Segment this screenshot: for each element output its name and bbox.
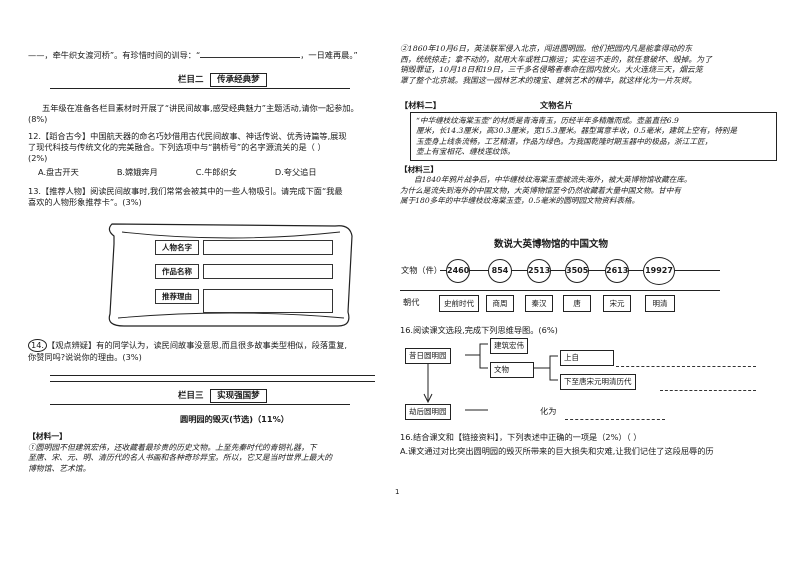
- section3-header: 栏目三 实现强国梦: [178, 389, 267, 403]
- count-bubble: 3505: [565, 259, 589, 283]
- top-line-text: ——，牵牛织女渡河桥”。有珍惜时间的训导：“，一日难再晨。”: [28, 48, 358, 60]
- mindmap-branch-architecture: 建筑宏伟: [490, 338, 528, 354]
- material2-heading: 文物名片: [540, 100, 573, 110]
- dynasty-box: 秦汉: [525, 295, 553, 312]
- answer-line-2[interactable]: [50, 381, 375, 382]
- chart-row-label: 文物（件）: [401, 265, 442, 275]
- dynasty-box: 商周: [486, 295, 514, 312]
- dynasty-box: 明清: [645, 295, 675, 312]
- q12-block: 12.【蹈合古今】中国航天器的命名巧妙借用古代民间故事、神话传说、优秀诗篇等,展…: [28, 131, 383, 178]
- card-label-name: 人物名字: [155, 240, 199, 255]
- chart-title: 数说大英博物馆的中国文物: [494, 239, 609, 250]
- mindmap-fill-upper[interactable]: [616, 357, 756, 367]
- mindmap-fill-lower[interactable]: [660, 381, 756, 391]
- page-number: 1: [395, 488, 400, 496]
- section2-rule: [50, 88, 350, 89]
- mindmap-fill-ruin[interactable]: [565, 410, 665, 420]
- card-label-reason: 推荐理由: [155, 289, 199, 304]
- chart-dynasty-label: 朝代: [403, 297, 420, 307]
- passage-title: 圆明园的毁灭(节选)（11%）: [180, 414, 289, 424]
- card-field-name[interactable]: [203, 240, 333, 255]
- answer-blank[interactable]: [200, 48, 301, 58]
- option-b[interactable]: B.嫦娥奔月: [116, 167, 158, 178]
- option-c[interactable]: C.牛郎织女: [195, 167, 237, 178]
- chart-dynasty-axis: [400, 290, 720, 291]
- passage-paragraph-2: ②1860年10月6日，英法联军侵入北京，闯进圆明园。他们把园内凡是能拿得动的东…: [400, 44, 712, 85]
- count-bubble: 2613: [605, 259, 629, 283]
- q16-mindmap-prompt: 16.阅读课文选段,完成下列思维导图。(6%): [400, 325, 558, 335]
- mindmap-sub-lower: 下至唐宋元明清历代: [560, 374, 636, 390]
- q13-block: 13.【推荐人物】阅读民间故事时,我们常常会被其中的一些人物吸引。请完成下面“我…: [28, 186, 343, 208]
- material3-block: 【材料三】 自1840年鸦片战争后，中华缠枝纹海棠玉壶被流失海外，被大英博物馆收…: [400, 165, 692, 205]
- count-bubble: 854: [488, 259, 512, 283]
- material2-title: 【材料二】: [400, 100, 441, 110]
- card-field-reason[interactable]: [203, 289, 333, 313]
- q12-options: A.盘古开天 B.嫦娥奔月 C.牛郎织女 D.夸父追日: [28, 167, 383, 178]
- card-label-work: 作品名称: [155, 264, 199, 279]
- material2-card: “中华缠枝纹海棠玉壶”的材质是青海青玉，历经半年多精雕而成。壶盖直径6.9 厘米…: [410, 112, 777, 161]
- section2-header: 栏目二 传承经典梦: [178, 73, 267, 87]
- mindmap-sub-upper: 上自: [560, 350, 614, 366]
- mindmap-branch-ruin: 化为: [540, 406, 557, 416]
- dynasty-box: 宋元: [603, 295, 631, 312]
- dynasty-box: 唐: [563, 295, 591, 312]
- material1-block: 【材料一】 ①圆明园不但建筑宏伟，还收藏着最珍贵的历史文物。上至先秦时代的青铜礼…: [28, 432, 333, 473]
- q14-number-circled: 14.: [28, 339, 48, 353]
- card-field-work[interactable]: [203, 264, 333, 279]
- mindmap-root-before: 昔日圆明园: [405, 348, 451, 364]
- section3-rule: [50, 404, 350, 405]
- section2-title: 传承经典梦: [210, 73, 267, 87]
- mindmap-root-after: 劫后圆明园: [405, 404, 451, 420]
- mindmap-branch-relics: 文物: [490, 362, 534, 378]
- q16-choice-prompt: 16.结合课文和【链接资料】，下列表述中正确的一项是（2%）（ ）: [400, 432, 642, 442]
- dynasty-box: 史前时代: [439, 295, 479, 312]
- count-bubble: 2460: [446, 259, 470, 283]
- section3-title: 实现强国梦: [210, 389, 267, 403]
- answer-line-1[interactable]: [50, 375, 375, 376]
- option-d[interactable]: D.夸父追日: [274, 167, 317, 178]
- mindmap-connectors: [423, 343, 558, 411]
- recommendation-card-frame: [108, 223, 353, 327]
- q14-block: 14.【观点辨疑】有的同学认为，读民间故事没意思,而且很多故事类型相似，段落重复…: [28, 339, 347, 363]
- count-bubble: 2513: [527, 259, 551, 283]
- option-a[interactable]: A.盘古开天: [38, 167, 79, 178]
- intro-text: 五年级在准备各栏目素材时开展了“讲民间故事,感受经典魅力”主题活动,请你一起参加…: [28, 103, 359, 125]
- q16-option-a[interactable]: A.课文通过对比突出圆明园的毁灭所带来的巨大损失和灾难,让我们记住了这段屈辱的历: [400, 446, 714, 456]
- count-bubble: 19927: [643, 257, 675, 285]
